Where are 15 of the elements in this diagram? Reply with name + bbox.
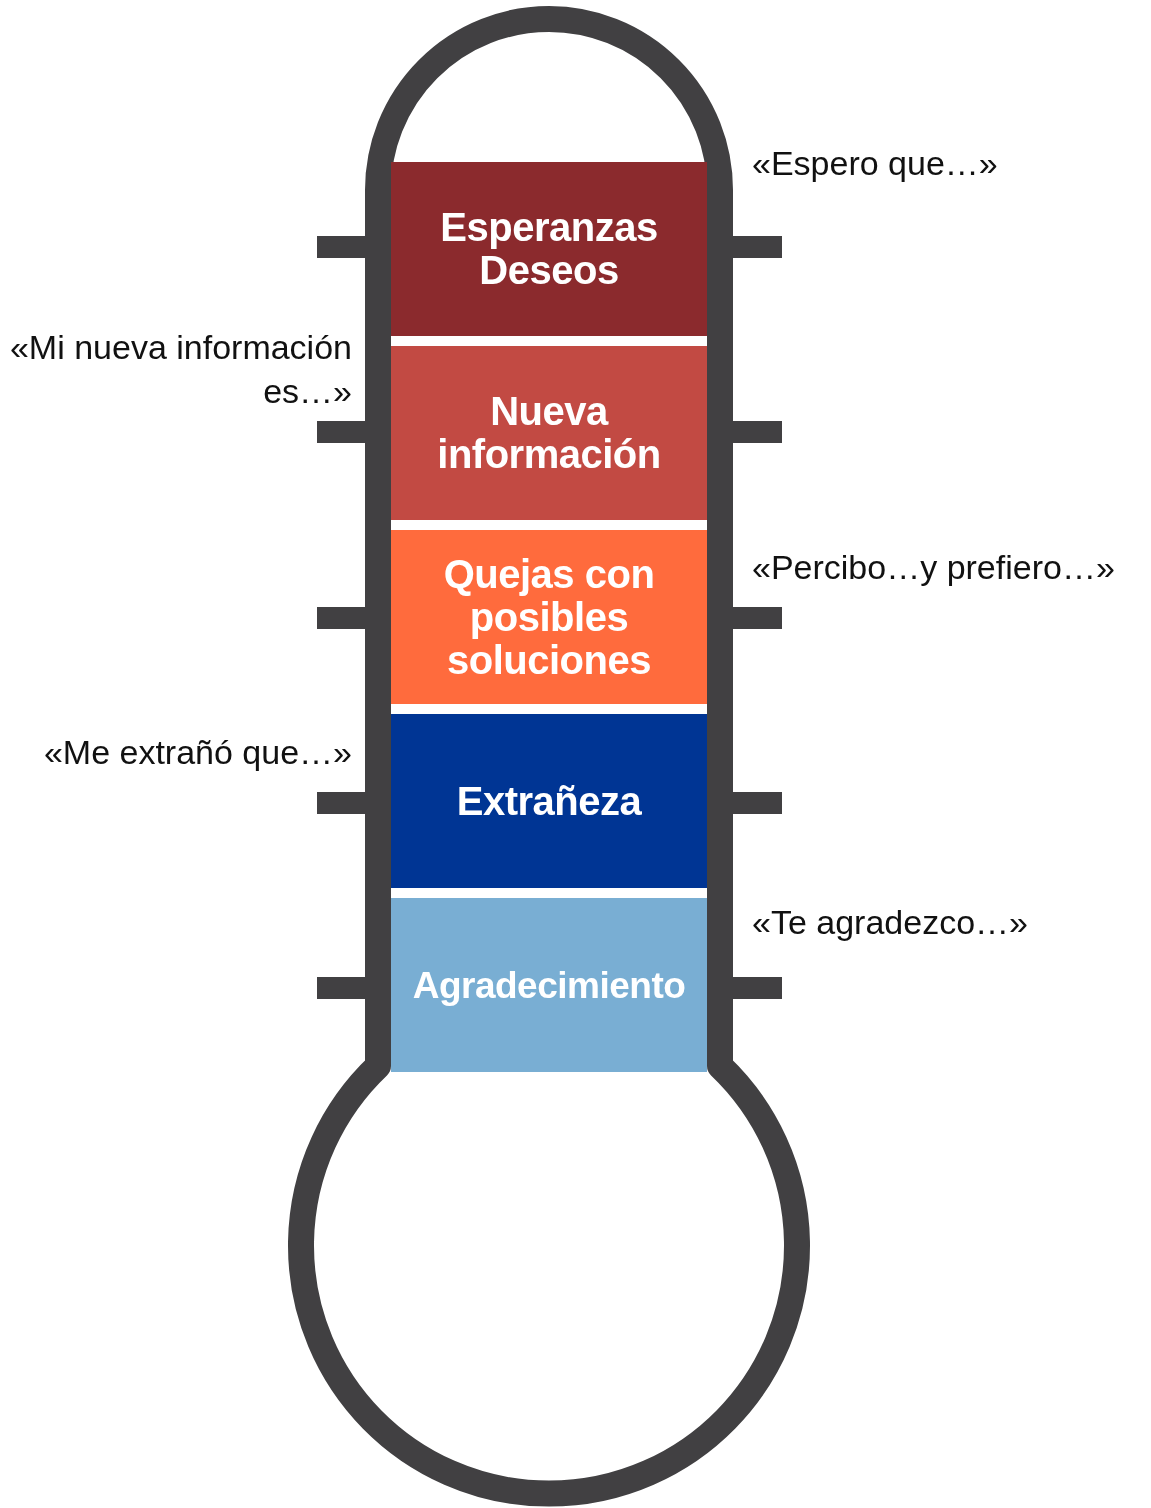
level-label: Agradecimiento (412, 963, 686, 1007)
quote-text: «Percibo…y prefiero…» (752, 547, 1116, 588)
level-label: Extrañeza (456, 779, 642, 823)
quote-text: «Me extrañó que…» (42, 732, 352, 773)
level-band (391, 714, 707, 888)
quote-text: «Mi nueva información es…» (8, 327, 352, 412)
level-band (391, 530, 707, 704)
level-band (391, 346, 707, 520)
level-label: Esperanzas Deseos (439, 206, 659, 292)
level-band (391, 898, 707, 1072)
quote-text: «Espero que…» (752, 143, 999, 184)
level-label: Nueva información (436, 390, 662, 476)
level-band (391, 162, 707, 336)
quote-text: «Te agradezco…» (752, 902, 1029, 943)
level-label: Quejas con posibles soluciones (442, 552, 656, 682)
